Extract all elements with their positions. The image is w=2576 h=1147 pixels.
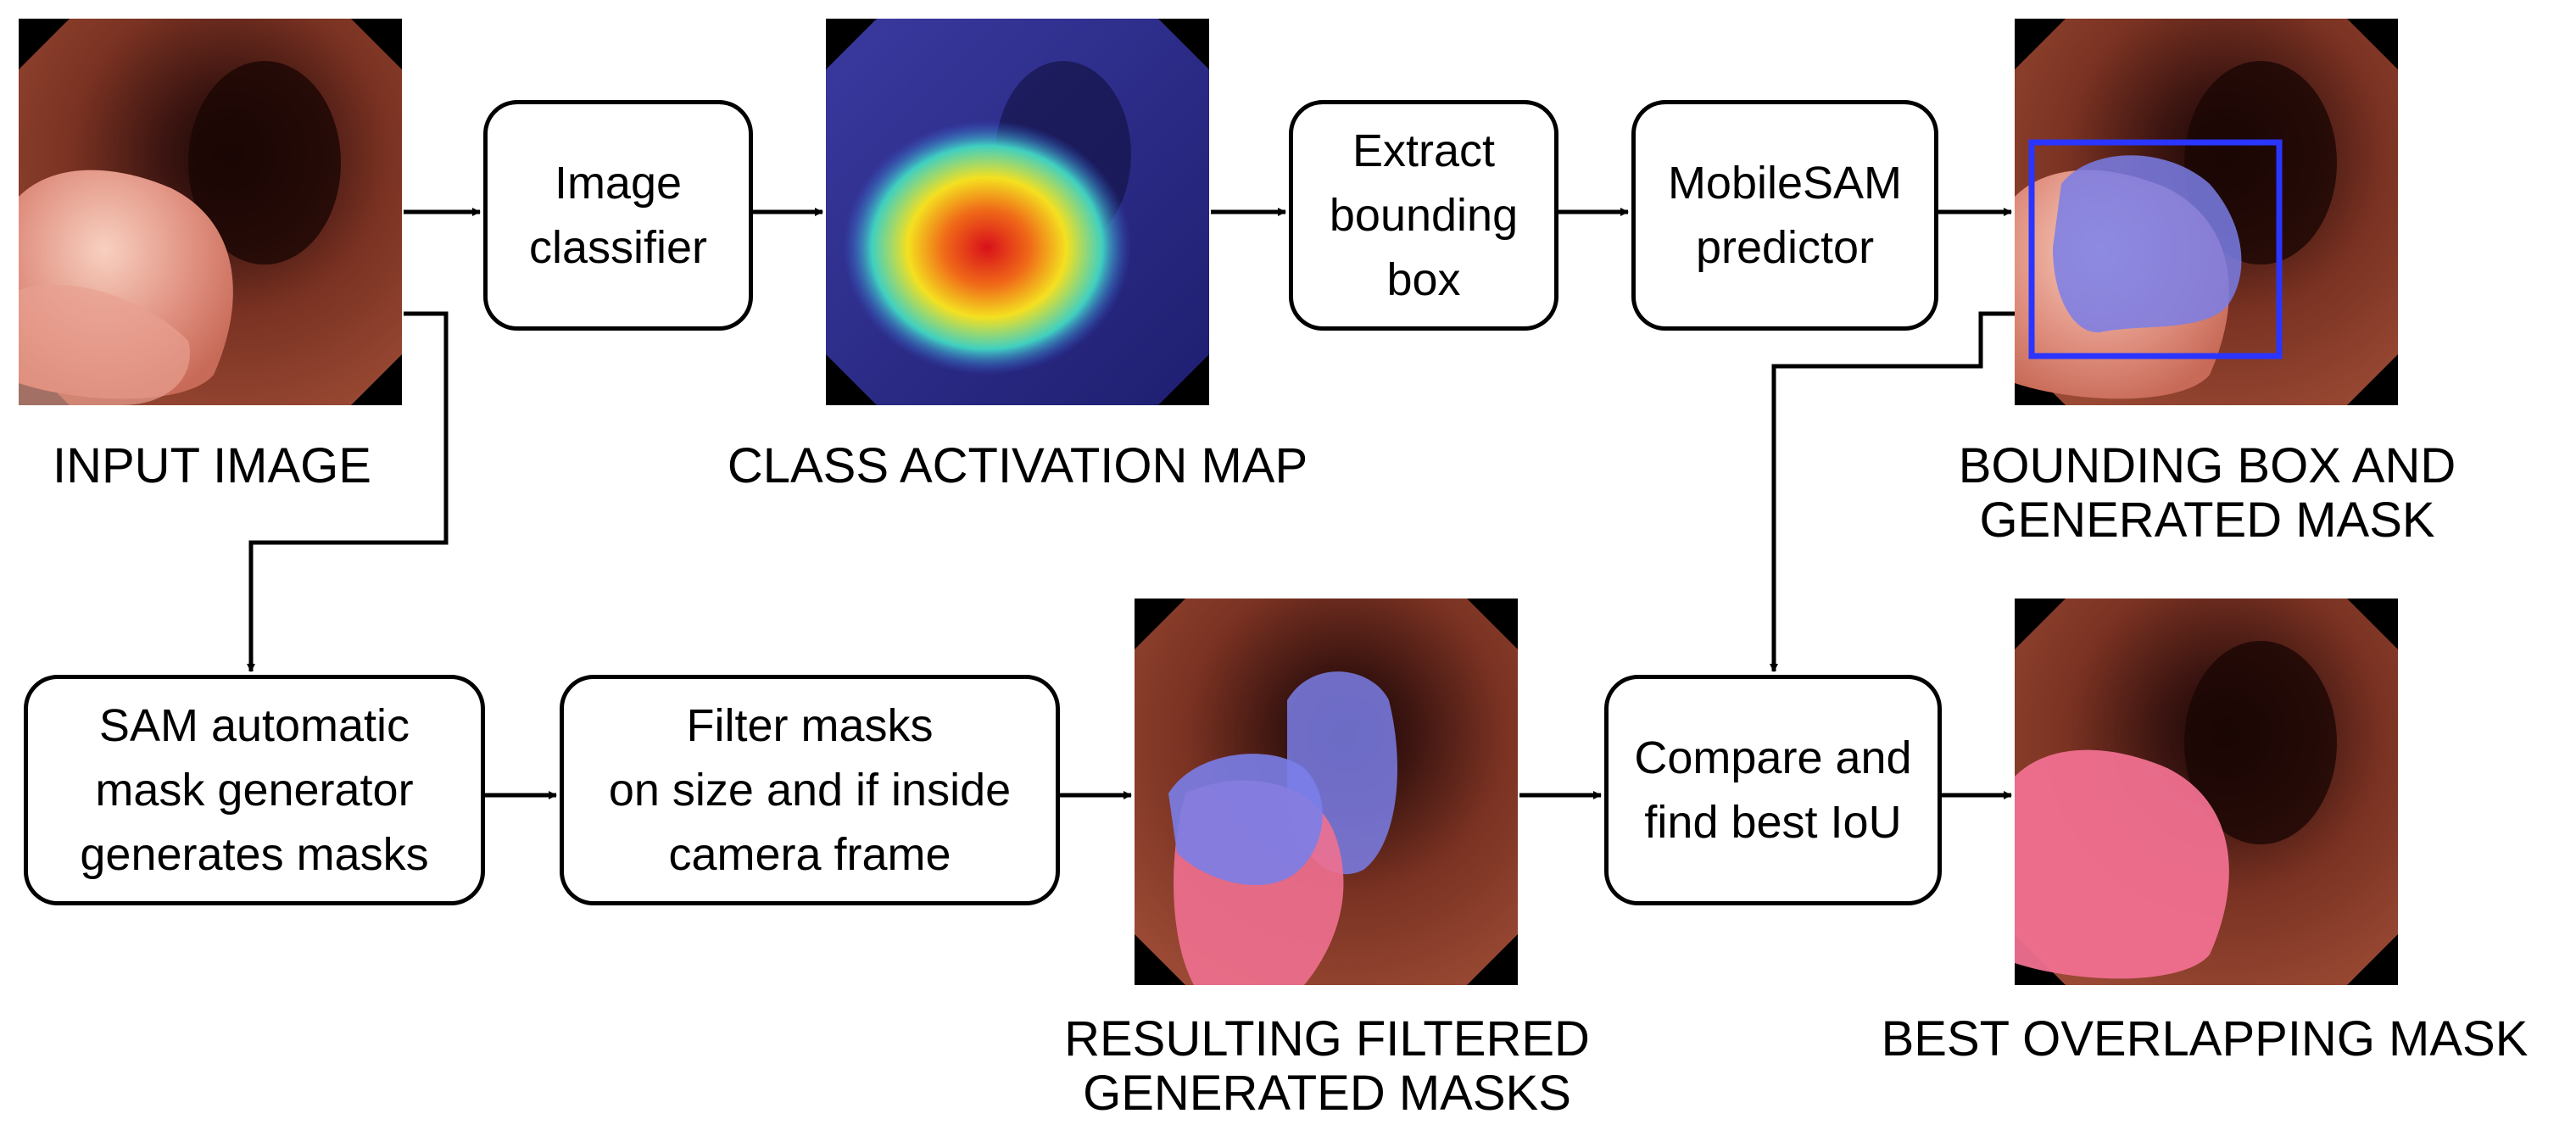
best-mask-image bbox=[2015, 599, 2398, 985]
sam-automatic-mask-generator-node: SAM automatic mask generator generates m… bbox=[24, 675, 485, 905]
arrow-input-to-sam bbox=[247, 311, 449, 672]
class-activation-map-image bbox=[826, 19, 1209, 405]
extract-bounding-box-node: Extract bounding box bbox=[1289, 100, 1558, 331]
image-classifier-node: Image classifier bbox=[483, 100, 753, 331]
input-image bbox=[19, 19, 402, 405]
bbox-mask-image bbox=[2015, 19, 2398, 405]
input-image-caption: INPUT IMAGE bbox=[53, 438, 371, 493]
mobilesam-predictor-node: MobileSAM predictor bbox=[1631, 100, 1938, 331]
class-activation-map-caption: CLASS ACTIVATION MAP bbox=[727, 438, 1308, 493]
filtered-masks-caption: RESULTING FILTERED GENERATED MASKS bbox=[1064, 1011, 1590, 1121]
compare-best-iou-node: Compare and find best IoU bbox=[1604, 675, 1942, 905]
best-mask-caption: BEST OVERLAPPING MASK bbox=[1881, 1011, 2529, 1066]
filtered-masks-image bbox=[1135, 599, 1518, 985]
filter-masks-node: Filter masks on size and if inside camer… bbox=[560, 675, 1060, 905]
connectors bbox=[247, 208, 2015, 799]
arrow-bbox-to-compare bbox=[1770, 311, 2015, 672]
bbox-mask-caption: BOUNDING BOX AND GENERATED MASK bbox=[1958, 438, 2456, 548]
